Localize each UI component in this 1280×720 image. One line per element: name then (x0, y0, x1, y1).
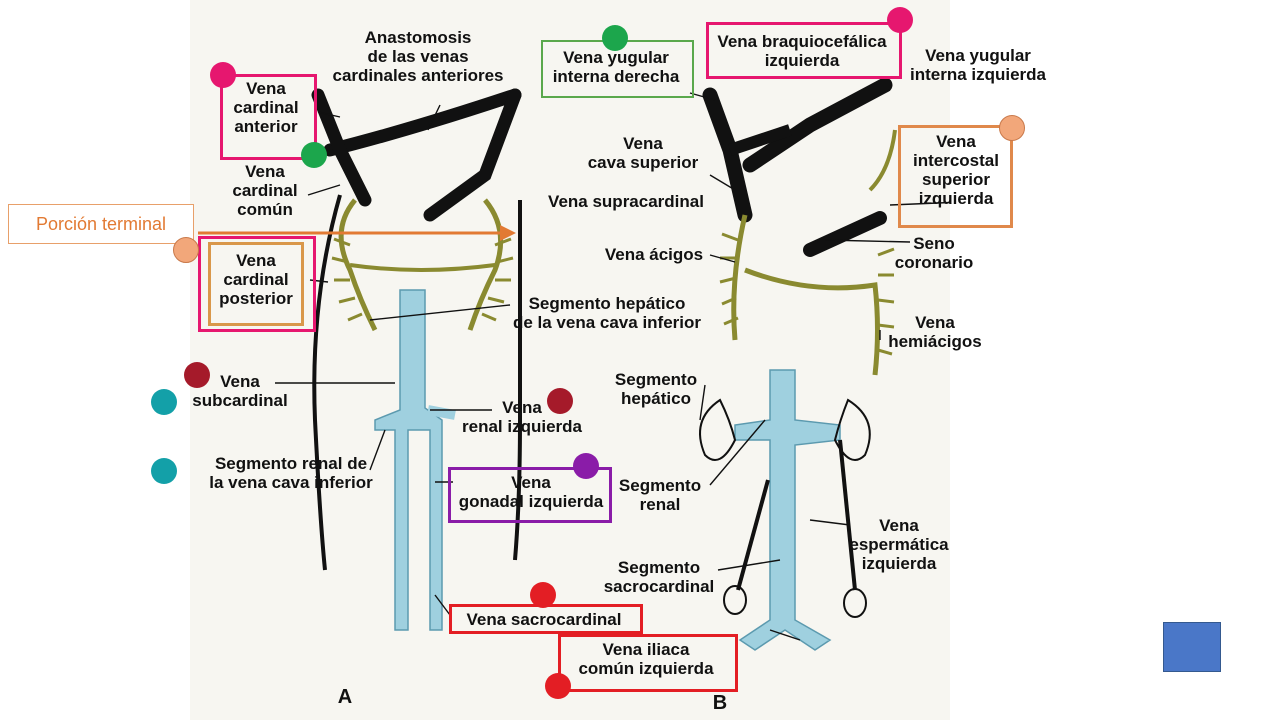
panel-b-letter: B (712, 692, 728, 714)
panel-b-vessels (689, 77, 950, 651)
highlight-box-gonadal (448, 467, 612, 523)
panel-b-leader-lines (689, 89, 950, 641)
coronary-sinus (803, 211, 887, 257)
azygos-tributaries (719, 232, 895, 356)
left-supracardinal-vein (467, 198, 504, 331)
next-slide-button[interactable] (1163, 622, 1221, 672)
dot-red-iliaca (545, 673, 571, 699)
right-gonadal-vein (736, 479, 770, 591)
label-cava-superior: Vena cava superior (587, 134, 699, 172)
label-segmento-renal: Segmento renal (618, 476, 702, 514)
left-brachiocephalic-vein (742, 77, 893, 173)
label-cardinal-posterior: Vena cardinal posterior (219, 251, 293, 308)
left-renal-vein-embryo (427, 405, 456, 420)
label-hemiacigos: Vena hemiácigos (888, 313, 982, 351)
embryology-venous-figure: Anastomosis de las venas cardinales ante… (190, 0, 1046, 720)
dot-teal-segmento-renal (151, 458, 177, 484)
label-iliaca-comun-izquierda: Vena iliaca común izquierda (578, 640, 714, 678)
left-superior-intercostal-vein (868, 129, 897, 192)
dot-teal-subcardinal (151, 389, 177, 415)
label-subcardinal: Vena subcardinal (192, 372, 288, 410)
dot-green-cardinal-comun (301, 142, 327, 168)
dot-purple-gonadal (573, 453, 599, 479)
highlight-box-cardinal-anterior (220, 74, 317, 160)
dot-pink-braquiocefalica (887, 7, 913, 33)
panel-a-letter: A (337, 686, 353, 708)
label-anastomosis: Anastomosis de las venas cardinales ante… (332, 28, 504, 85)
dot-darkred-renal-izquierda (547, 388, 573, 414)
label-segmento-hepatico-vci: Segmento hepático de la vena cava inferi… (512, 294, 702, 332)
left-anterior-cardinal-vein (423, 88, 522, 222)
right-testis (723, 585, 747, 615)
label-segmento-sacrocardinal: Segmento sacrocardinal (603, 558, 715, 596)
dot-pink-cardinal-anterior (210, 62, 236, 88)
left-posterior-cardinal-vein (513, 200, 522, 561)
label-cardinal-comun: Vena cardinal común (232, 162, 298, 219)
label-cardinal-anterior: Vena cardinal anterior (233, 79, 299, 136)
label-gonadal-izquierda: Vena gonadal izquierda (458, 473, 604, 511)
label-intercostal-superior-izquierda: Vena intercostal superior izquierda (913, 132, 999, 208)
label-supracardinal: Vena supracardinal (548, 192, 704, 211)
right-kidney (699, 398, 737, 461)
right-posterior-cardinal-vein (312, 194, 342, 571)
highlight-box-cardinal-posterior-outer (198, 236, 316, 332)
terminal-arrow-head (500, 225, 516, 241)
dot-orange-intercostal (999, 115, 1025, 141)
label-segmento-renal-vci: Segmento renal de la vena cava inferior (209, 454, 373, 492)
hemiazygos-vein (744, 267, 880, 376)
highlight-box-braquiocefalica (706, 22, 902, 79)
right-supracardinal-vein (338, 198, 378, 332)
panel-a-leader-lines (275, 104, 511, 616)
venous-system-drawing (275, 77, 950, 651)
panel-a-vessels (275, 88, 522, 631)
left-testis (843, 588, 867, 618)
dot-orange-terminal (173, 237, 199, 263)
label-acigos: Vena ácigos (604, 245, 704, 264)
dot-red-sacrocardinal (530, 582, 556, 608)
intercostal-tributaries (331, 237, 514, 322)
label-braquiocefalica-izquierda: Vena braquiocefálica izquierda (717, 32, 887, 70)
label-segmento-hepatico: Segmento hepático (614, 370, 698, 408)
highlight-box-cardinal-posterior-inner (208, 242, 304, 326)
label-espermatica-izquierda: Vena espermática izquierda (849, 516, 949, 573)
dot-darkred-subcardinal (184, 362, 210, 388)
left-kidney (833, 398, 871, 461)
highlight-box-intercostal (898, 125, 1013, 228)
highlight-box-iliaca (558, 634, 738, 692)
label-yugular-interna-derecha: Vena yugular interna derecha (552, 48, 680, 86)
porcion-terminal-label: Porción terminal (8, 204, 194, 244)
dot-green-yugular (602, 25, 628, 51)
label-renal-izquierda: Vena renal izquierda (462, 398, 582, 436)
anastomosis-vein (323, 88, 522, 157)
right-brachiocephalic-vein (728, 124, 792, 156)
label-yugular-interna-izquierda: Vena yugular interna izquierda (909, 46, 1047, 84)
supracardinal-anastomosis (349, 263, 496, 272)
label-sacrocardinal: Vena sacrocardinal (466, 610, 622, 629)
left-spermatic-vein (838, 439, 857, 591)
label-seno-coronario: Seno coronario (894, 234, 974, 272)
